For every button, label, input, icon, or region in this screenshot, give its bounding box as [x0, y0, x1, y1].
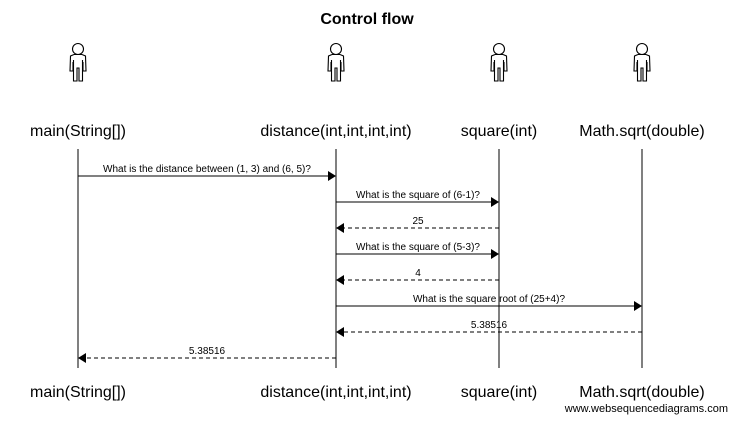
participant-bottom-square: square(int) [461, 384, 537, 401]
diagram-title: Control flow [320, 11, 414, 28]
message-3: 25 [336, 216, 499, 233]
participant-top-sqrt: Math.sqrt(double) [579, 123, 704, 140]
message-4: What is the square of (5-3)? [336, 242, 499, 259]
arrowhead-7 [336, 327, 344, 337]
message-label-5: 4 [415, 268, 421, 279]
arrowhead-2 [491, 197, 499, 207]
message-label-8: 5.38516 [189, 346, 226, 357]
arrowhead-5 [336, 275, 344, 285]
actor-icon-distance [327, 42, 345, 82]
participant-bottom-distance: distance(int,int,int,int) [260, 384, 411, 401]
message-label-7: 5.38516 [471, 320, 508, 331]
arrowhead-1 [328, 171, 336, 181]
message-label-1: What is the distance between (1, 3) and … [103, 164, 311, 175]
arrowhead-4 [491, 249, 499, 259]
participant-bottom-main: main(String[]) [30, 384, 126, 401]
footer-credit: www.websequencediagrams.com [564, 403, 728, 415]
arrowhead-3 [336, 223, 344, 233]
message-label-3: 25 [412, 216, 424, 227]
message-label-4: What is the square of (5-3)? [356, 242, 480, 253]
actor-icon-square [490, 42, 508, 82]
message-6: What is the square root of (25+4)? [336, 294, 642, 311]
participant-top-distance: distance(int,int,int,int) [260, 123, 411, 140]
message-label-2: What is the square of (6-1)? [356, 190, 480, 201]
arrowhead-6 [634, 301, 642, 311]
message-2: What is the square of (6-1)? [336, 190, 499, 207]
arrowhead-8 [78, 353, 86, 363]
actor-icon-main [69, 42, 87, 82]
message-5: 4 [336, 268, 499, 285]
actor-icon-sqrt [633, 42, 651, 82]
message-label-6: What is the square root of (25+4)? [413, 294, 565, 305]
participant-top-main: main(String[]) [30, 123, 126, 140]
message-1: What is the distance between (1, 3) and … [78, 164, 336, 181]
participant-bottom-sqrt: Math.sqrt(double) [579, 384, 704, 401]
message-7: 5.38516 [336, 320, 642, 337]
participant-top-square: square(int) [461, 123, 537, 140]
message-8: 5.38516 [78, 346, 336, 363]
